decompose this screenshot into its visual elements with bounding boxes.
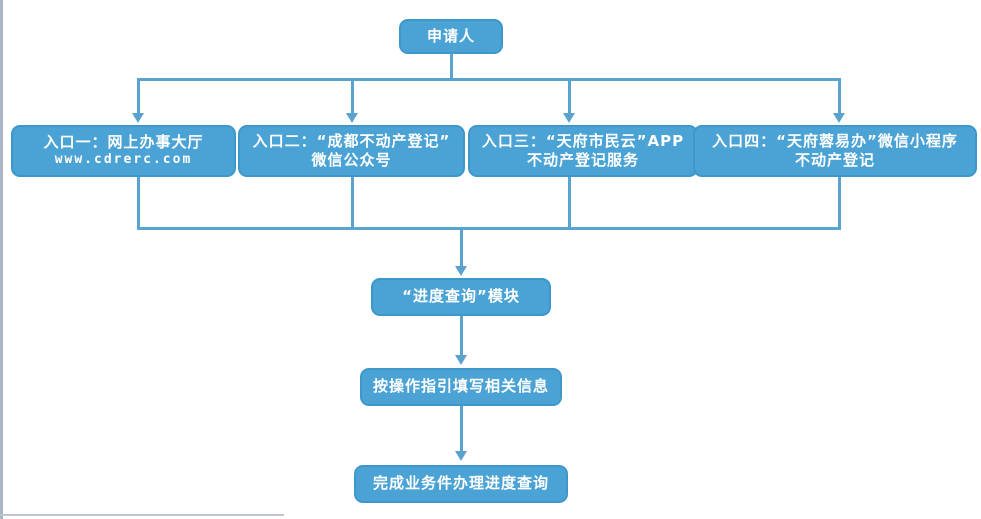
entry-2-line1: 入口二：“成都不动产登记” <box>252 131 451 150</box>
entry-1-line1: 入口一：网上办事大厅 <box>43 132 204 151</box>
entry-2-line2: 微信公众号 <box>311 151 392 169</box>
connector-step-2-3 <box>460 406 463 452</box>
connector-merge-line <box>137 227 841 230</box>
step-2-label: 按操作指引填写相关信息 <box>372 377 549 396</box>
node-progress-query-module: “进度查询”模块 <box>371 278 551 316</box>
arrowhead-step-2-3 <box>455 451 467 461</box>
node-entry-tianfu-citizen-app: 入口三：“天府市民云”APP 不动产登记服务 <box>468 125 698 177</box>
arrowhead-branch-1 <box>132 113 144 123</box>
connector-merge-2 <box>351 177 354 227</box>
entry-3-line1: 入口三：“天府市民云”APP <box>481 131 685 150</box>
node-applicant: 申请人 <box>399 19 503 54</box>
connector-branch-4 <box>838 78 841 113</box>
connector-branch-1 <box>137 78 140 113</box>
left-frame-border <box>0 0 3 519</box>
node-applicant-label: 申请人 <box>426 26 475 45</box>
node-entry-wechat-official: 入口二：“成都不动产登记” 微信公众号 <box>238 125 465 177</box>
connector-step-1-2 <box>460 316 463 356</box>
step-1-label: “进度查询”模块 <box>402 287 520 306</box>
connector-branch-2 <box>351 78 354 113</box>
entry-4-line1: 入口四：“天府蓉易办”微信小程序 <box>712 131 958 150</box>
connector-merge-down <box>460 227 463 267</box>
bottom-frame-border <box>0 514 284 516</box>
arrowhead-branch-4 <box>833 113 845 123</box>
arrowhead-branch-3 <box>563 113 575 123</box>
arrowhead-step-1-2 <box>455 355 467 365</box>
connector-split-line <box>137 78 841 81</box>
connector-root-down <box>450 53 453 78</box>
node-complete-progress-query: 完成业务件办理进度查询 <box>354 465 568 503</box>
arrowhead-merge-down <box>455 266 467 276</box>
entry-1-url: www.cdrerc.com <box>54 152 193 168</box>
entry-4-line2: 不动产登记 <box>794 151 875 169</box>
connector-merge-3 <box>568 177 571 227</box>
node-fill-information: 按操作指引填写相关信息 <box>360 368 562 406</box>
node-entry-rongyiban-miniprogram: 入口四：“天府蓉易办”微信小程序 不动产登记 <box>693 125 977 177</box>
connector-merge-1 <box>137 177 140 227</box>
entry-3-line2: 不动产登记服务 <box>526 151 639 169</box>
connector-branch-3 <box>568 78 571 113</box>
arrowhead-branch-2 <box>346 113 358 123</box>
step-3-label: 完成业务件办理进度查询 <box>372 474 549 493</box>
connector-merge-4 <box>838 177 841 227</box>
node-entry-web-hall: 入口一：网上办事大厅 www.cdrerc.com <box>11 125 236 177</box>
